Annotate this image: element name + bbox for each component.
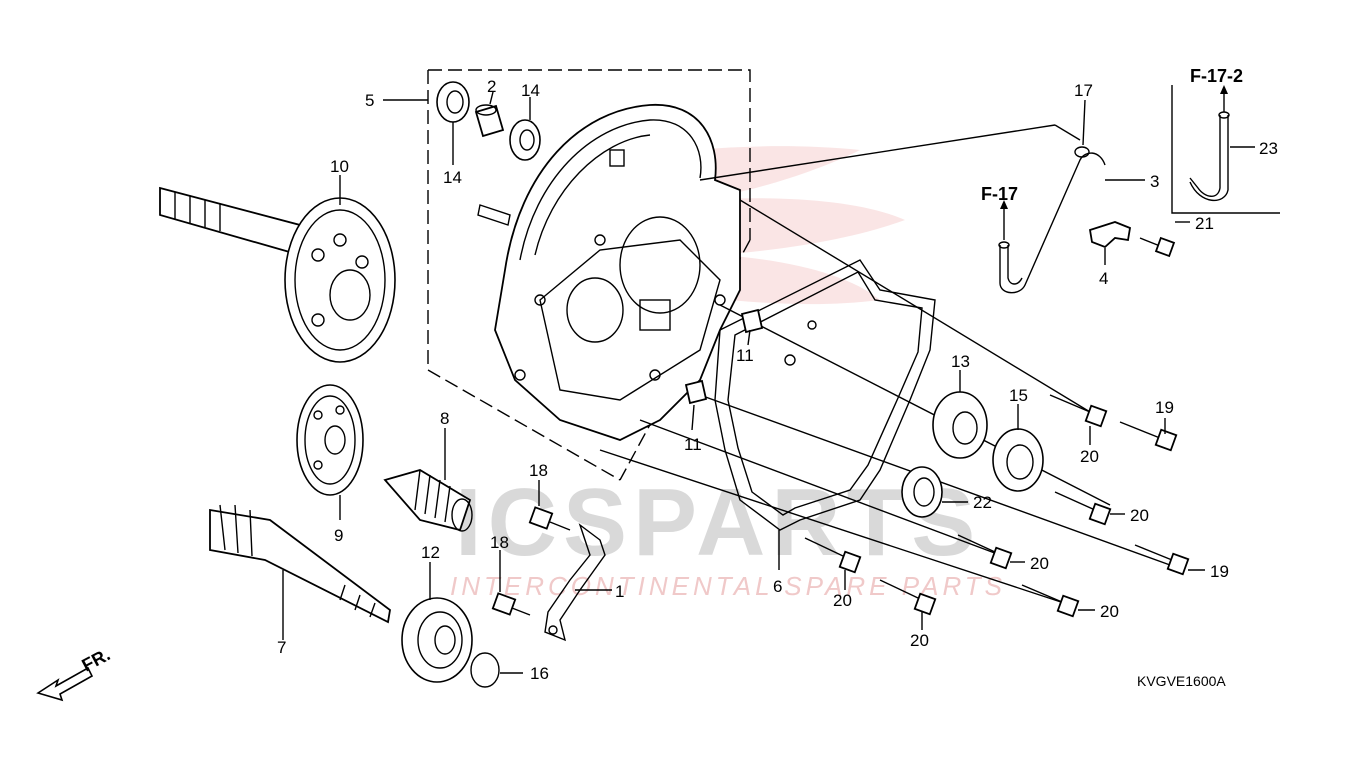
bolt-18-upper <box>528 506 571 531</box>
ref-f17-2-arrow <box>1220 85 1228 112</box>
bolt-20-f <box>879 579 937 616</box>
dowel-pin-lower <box>684 379 708 405</box>
callout-20-b: 20 <box>1130 506 1149 525</box>
callout-19-upper: 19 <box>1155 398 1174 417</box>
bolt-20-d <box>1021 584 1080 618</box>
callout-6: 6 <box>773 577 782 596</box>
tube-clip <box>1074 146 1090 158</box>
oil-seal-top <box>436 81 470 123</box>
gasket <box>714 259 936 531</box>
bearing-14 <box>509 119 541 161</box>
callout-18-upper: 18 <box>529 461 548 480</box>
countershaft-gear <box>296 384 364 496</box>
callout-20-f: 20 <box>910 631 929 650</box>
callout-7: 7 <box>277 638 286 657</box>
front-arrow-icon <box>36 666 94 702</box>
callout-1: 1 <box>615 582 624 601</box>
callout-10: 10 <box>330 157 349 176</box>
callout-18-lower: 18 <box>490 533 509 552</box>
callout-16: 16 <box>530 664 549 683</box>
tube-clamp <box>1088 221 1132 249</box>
bolt-21 <box>1139 236 1176 258</box>
oil-seal-15 <box>992 428 1044 492</box>
callout-13: 13 <box>951 352 970 371</box>
callout-8: 8 <box>440 409 449 428</box>
reference-box-f17-2 <box>1171 85 1280 214</box>
callout-17: 17 <box>1074 81 1093 100</box>
callout-14-top: 14 <box>521 81 540 100</box>
collar <box>474 104 505 138</box>
callout-3: 3 <box>1150 172 1159 191</box>
callout-9: 9 <box>334 526 343 545</box>
callout-15: 15 <box>1009 386 1028 405</box>
bolt-18-lower <box>491 592 531 616</box>
callout-20-a: 20 <box>1080 447 1099 466</box>
leader-lines <box>282 91 1255 674</box>
callout-5: 5 <box>365 91 374 110</box>
reference-f17-2: F-17-2 <box>1190 66 1243 86</box>
bolt-20-a <box>1049 394 1108 428</box>
bolt-20-c <box>957 534 1013 570</box>
diagram-code: KVGVE1600A <box>1137 673 1226 689</box>
callout-2: 2 <box>487 77 496 96</box>
callout-23: 23 <box>1259 139 1278 158</box>
transmission-case-cover <box>477 104 741 441</box>
callout-22: 22 <box>973 493 992 512</box>
drive-pinion <box>383 469 473 532</box>
countershaft <box>209 504 391 624</box>
callout-20-e: 20 <box>833 591 852 610</box>
bearing-22 <box>901 466 943 518</box>
ref-f17-arrow <box>1000 200 1008 240</box>
final-shaft-gear <box>159 186 396 363</box>
circlip <box>470 652 500 688</box>
callout-20-c: 20 <box>1030 554 1049 573</box>
dowel-pin-upper <box>740 308 764 334</box>
bolt-19-b <box>1134 544 1190 576</box>
callout-19-lower: 19 <box>1210 562 1229 581</box>
callouts: 1 2 3 4 5 6 7 8 9 10 11 11 12 13 14 14 1… <box>277 77 1278 683</box>
watermark-tagline: INTERCONTINENTAL SPARE PARTS <box>450 571 1006 601</box>
callout-11-upper: 11 <box>736 346 754 365</box>
ball-bearing-large <box>401 597 473 683</box>
callout-20-d: 20 <box>1100 602 1119 621</box>
setting-plate <box>544 523 606 642</box>
callout-4: 4 <box>1099 269 1108 288</box>
callout-14-bottom: 14 <box>443 168 462 187</box>
callout-21: 21 <box>1195 214 1214 233</box>
bearing-13 <box>932 391 988 459</box>
bolt-20-b <box>1054 491 1112 526</box>
callout-11-lower: 11 <box>684 435 702 454</box>
bolt-20-e <box>804 537 862 574</box>
reference-f17: F-17 <box>981 184 1018 204</box>
callout-12: 12 <box>421 543 440 562</box>
bolt-19-a <box>1119 421 1178 452</box>
front-direction-indicator: FR. <box>36 644 113 702</box>
breather-tube <box>998 152 1106 294</box>
